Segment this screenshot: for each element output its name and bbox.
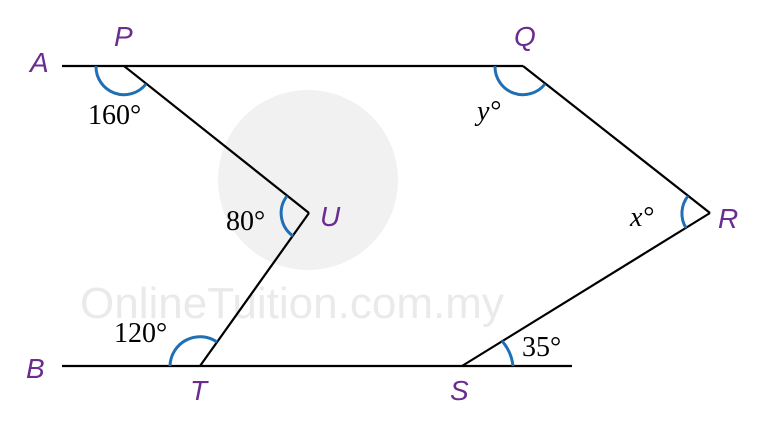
line-PU [123, 65, 310, 214]
angle-label-btu: 120° [114, 318, 167, 349]
watermark-text: OnlineTuition.com.my [80, 279, 504, 328]
watermark: OnlineTuition.com.my [80, 90, 504, 328]
point-label-A: A [28, 47, 49, 78]
arc-angle-apu [94, 65, 148, 97]
angle-label-apu: 160° [88, 100, 141, 131]
point-label-P: P [114, 21, 133, 52]
angle-arcs [94, 65, 690, 367]
angle-labels: 160° y° x° 80° 120° 35° [88, 96, 654, 363]
point-label-B: B [26, 353, 45, 384]
point-label-S: S [450, 375, 469, 406]
arc-angle-pqr [493, 65, 547, 97]
arc-angle-rst [500, 340, 515, 367]
arc-angle-qrs [680, 195, 690, 229]
point-label-T: T [190, 375, 209, 406]
line-UT [199, 212, 310, 367]
point-label-U: U [320, 201, 341, 232]
angle-label-pqr: y° [474, 96, 501, 127]
arc-angle-put [279, 195, 294, 238]
line-QR [522, 65, 711, 214]
angle-label-put: 80° [226, 206, 265, 237]
angle-label-rst: 35° [522, 332, 561, 363]
point-label-R: R [718, 203, 738, 234]
arc-angle-btu [168, 335, 218, 367]
angle-label-qrs: x° [629, 202, 654, 233]
point-label-Q: Q [514, 21, 536, 52]
watermark-logo [218, 90, 398, 270]
point-labels: A P Q R U B T S [26, 21, 738, 406]
